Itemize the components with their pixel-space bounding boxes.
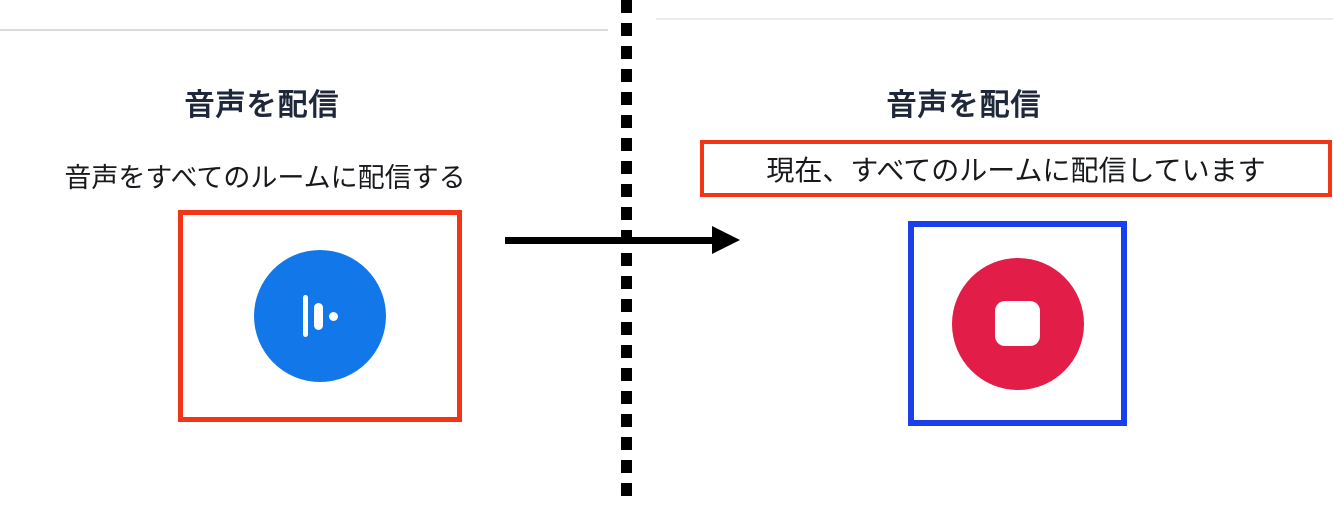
audio-wave-icon — [302, 295, 338, 337]
annotation-box-red-before — [178, 210, 462, 422]
after-panel-title: 音声を配信 — [886, 88, 1042, 123]
audio-wave-bar — [302, 295, 308, 337]
annotation-box-blue-after — [908, 221, 1127, 426]
stop-square-icon — [995, 301, 1040, 346]
arrow-right-icon — [505, 226, 740, 254]
broadcast-status-text: 現在、すべてのルームに配信しています — [766, 153, 1266, 187]
top-border-line-before — [0, 29, 608, 31]
top-border-line-after — [656, 18, 1333, 20]
dotted-divider — [621, 0, 632, 496]
arrow-shaft — [505, 237, 715, 244]
broadcast-audio-button[interactable] — [254, 250, 386, 382]
arrow-head — [712, 226, 740, 254]
broadcast-status-annotation: 現在、すべてのルームに配信しています — [700, 140, 1332, 197]
stop-broadcast-button[interactable] — [951, 257, 1084, 390]
before-panel-description: 音声をすべてのルームに配信する — [64, 163, 466, 194]
before-panel-title: 音声を配信 — [184, 88, 340, 123]
audio-wave-dot — [328, 311, 338, 321]
audio-wave-bar — [313, 302, 323, 330]
